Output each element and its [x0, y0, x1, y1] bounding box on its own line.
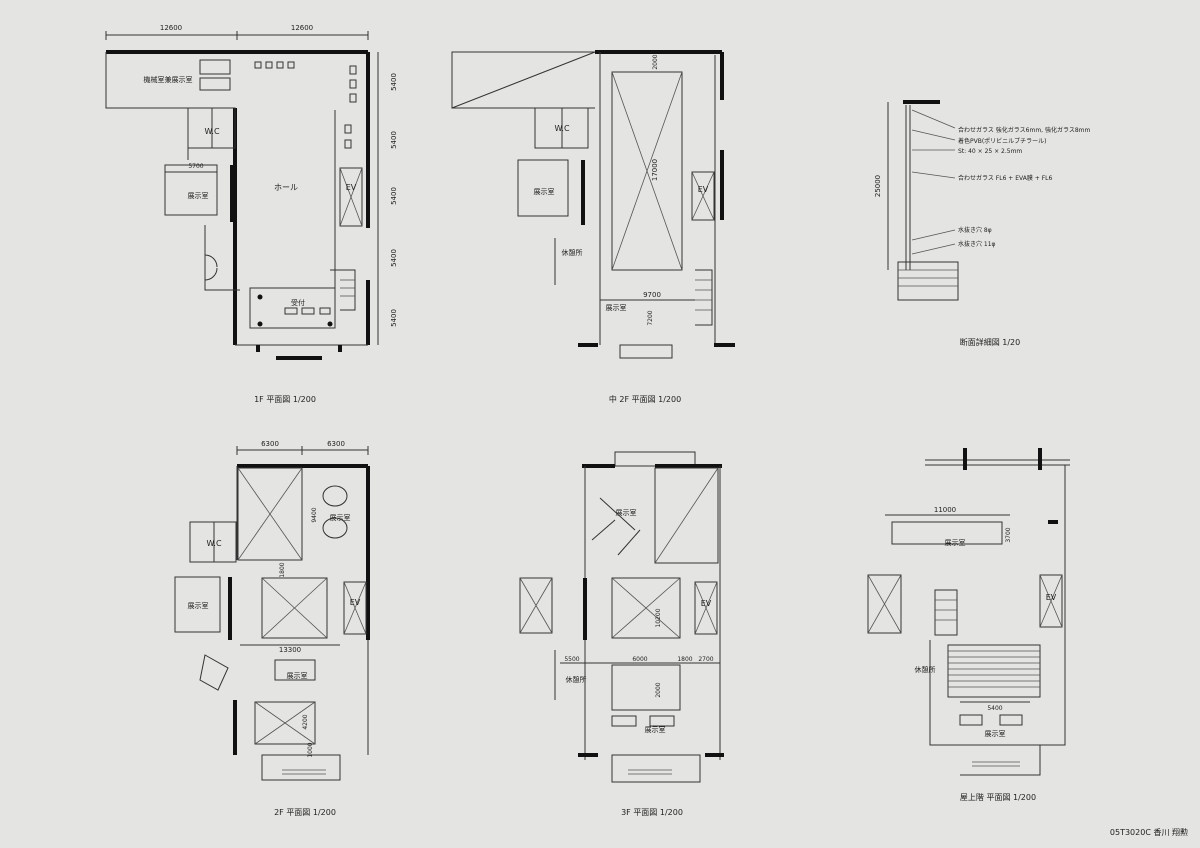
dim-1f-side-4: 5400: [390, 249, 398, 267]
room-1f-exhibit: 展示室: [188, 191, 209, 200]
sheet-credit: 05T3020C 香川 翔勲: [1110, 827, 1188, 837]
dim-2f-1800: 1800: [279, 562, 286, 577]
dim-2fm-void-height: 17000: [651, 159, 659, 181]
section-note-5: 水抜き穴 8φ: [958, 226, 992, 234]
dim-2f-top-left: 6300: [261, 440, 279, 448]
room-3f-ev: EV: [701, 599, 712, 608]
room-roof-exhibit2: 展示室: [985, 729, 1006, 738]
dim-3f-2000: 2000: [655, 682, 662, 697]
room-3f-rest: 休憩所: [566, 675, 587, 684]
dim-2f-void2: 4200: [302, 714, 309, 729]
room-2f-exhibit2: 展示室: [188, 601, 209, 610]
room-3f-exhibit: 展示室: [616, 508, 637, 517]
dim-3f-1800: 1800: [677, 656, 692, 663]
dim-3f-void: 10200: [655, 608, 662, 627]
dim-1f-side-1: 5400: [390, 73, 398, 91]
dim-1f-top-right: 12600: [291, 24, 313, 32]
caption-3f: 3F 平面図 1/200: [621, 808, 683, 817]
plan-3f: 展示室 10200 EV 5500 6000 1800 2700 2000 休憩…: [519, 451, 724, 817]
room-2fm-wc: W.C: [554, 124, 570, 133]
room-1f-reception: 受付: [291, 298, 305, 307]
dim-1f-side-3: 5400: [390, 187, 398, 205]
section-note-2: 着色PVB(ポリビニルブチラール): [958, 137, 1047, 145]
room-2f-exhibit: 展示室: [330, 513, 351, 522]
dim-roof-3700: 3700: [1005, 527, 1012, 542]
room-1f-ev: EV: [346, 183, 357, 192]
dim-2f-1000: 1000: [307, 742, 314, 757]
caption-1f: 1F 平面図 1/200: [254, 395, 316, 404]
dim-1f-side-2: 5400: [390, 131, 398, 149]
room-2f-ev: EV: [350, 598, 361, 607]
dim-1f-inner: 5700: [188, 163, 203, 170]
section-note-1: 合わせガラス 強化ガラス6mm, 強化ガラス8mm: [958, 126, 1091, 134]
dim-roof-5400: 5400: [987, 705, 1002, 712]
caption-section: 断面詳細図 1/20: [960, 337, 1021, 347]
room-roof-exhibit: 展示室: [945, 538, 966, 547]
room-3f-exhibit2: 展示室: [645, 725, 666, 734]
section-note-6: 水抜き穴 11φ: [958, 240, 996, 248]
section-detail: 25000 合わせガラス 強化ガラス6mm, 強化ガラス8mm 着色PVB(ポリ…: [874, 100, 1091, 347]
dim-roof-11000: 11000: [934, 506, 956, 514]
room-2fm-ev: EV: [698, 185, 709, 194]
dim-1f-top-left: 12600: [160, 24, 182, 32]
room-2fm-rest: 休憩所: [562, 248, 583, 257]
dim-3f-2700: 2700: [698, 656, 713, 663]
dim-section-height: 25000: [874, 175, 882, 197]
plan-1f: 12600 12600 5400 5400 5400 5400 5400 W.C…: [105, 24, 398, 404]
room-2fm-exhibit2: 展示室: [606, 303, 627, 312]
dim-2f-width: 13300: [279, 646, 301, 654]
room-2fm-exhibit: 展示室: [534, 187, 555, 196]
caption-2f: 2F 平面図 1/200: [274, 808, 336, 817]
dim-2fm-void-top: 2000: [652, 54, 659, 69]
dim-3f-5500: 5500: [564, 656, 579, 663]
room-roof-rest: 休憩所: [915, 665, 936, 674]
dim-3f-6000: 6000: [632, 656, 647, 663]
plan-roof: 11000 展示室 3700 EV 休憩所 5400 展示室 屋上階 平面図 1…: [867, 448, 1070, 802]
dim-2fm-depth: 7200: [647, 310, 654, 325]
room-roof-ev: EV: [1046, 593, 1057, 602]
dim-2f-void1: 9400: [311, 507, 318, 522]
plan-2f-mezzanine: 2000 17000 W.C 展示室 休憩所 EV 9700 7200 展示室 …: [451, 50, 735, 404]
plan-2f: 6300 6300 9400 展示室 W.C 展示室 1800 13300 EV: [174, 440, 370, 817]
room-1f-wc: W.C: [204, 127, 220, 136]
room-2f-exhibit3: 展示室: [287, 671, 308, 680]
room-2f-wc: W.C: [206, 539, 222, 548]
caption-2fm: 中 2F 平面図 1/200: [609, 394, 681, 404]
dim-2f-top-right: 6300: [327, 440, 345, 448]
section-note-4: 合わせガラス FL6 + EVA膜 + FL6: [958, 174, 1052, 182]
section-note-3: St: 40 × 25 × 2.5mm: [958, 148, 1022, 155]
caption-roof: 屋上階 平面図 1/200: [960, 792, 1036, 802]
dim-1f-side-5: 5400: [390, 309, 398, 327]
dim-2fm-width: 9700: [643, 291, 661, 299]
room-1f-machine: 機械室兼展示室: [144, 75, 193, 84]
room-1f-hall: ホール: [274, 183, 298, 192]
